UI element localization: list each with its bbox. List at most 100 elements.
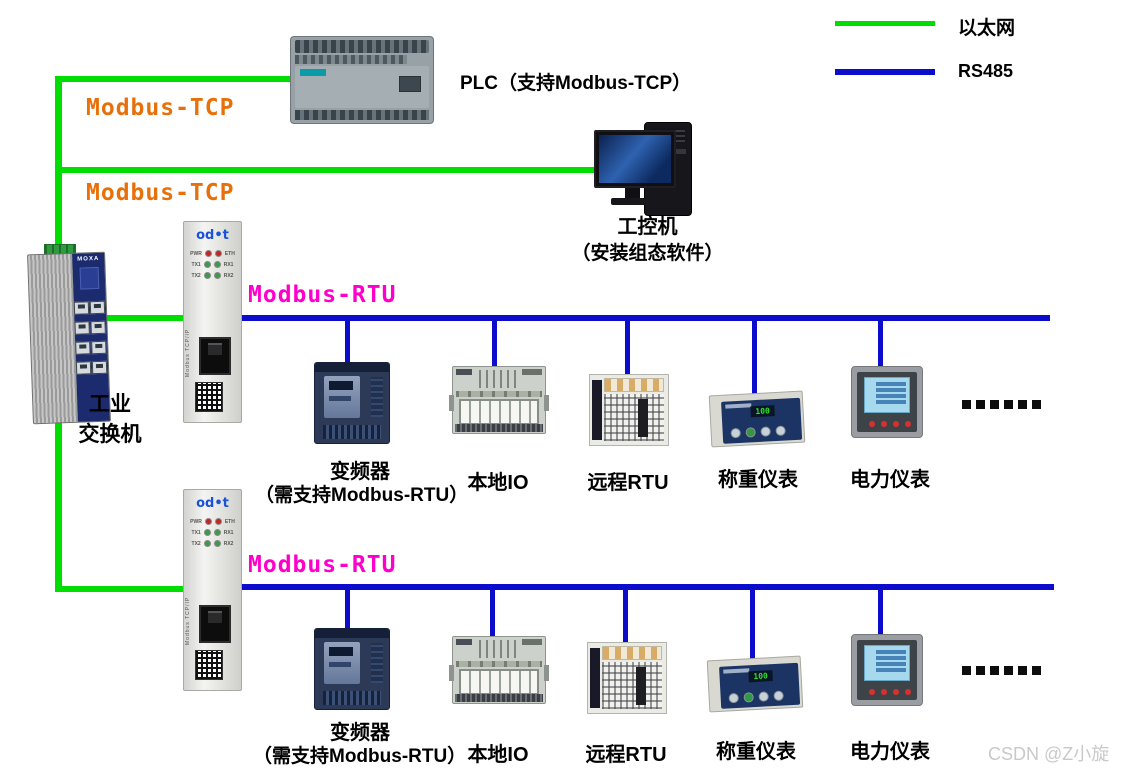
gateway-led-panel: PWR ETH TX1 RX1 TX2 RX2 <box>184 516 241 549</box>
ipc-device <box>594 122 694 226</box>
switch-led-block <box>79 266 100 290</box>
gateway-side-label: Modbus TCP/IP <box>185 328 191 377</box>
plc-label: PLC（支持Modbus-TCP） <box>460 73 692 94</box>
bus2-remote-rtu-device <box>587 642 667 714</box>
bus2-remote-rtu-label: 远程RTU <box>585 744 667 766</box>
bus1-local-io-label: 本地IO <box>467 472 529 494</box>
bus2-drop-power-meter <box>878 588 883 640</box>
switch-label-line1: 工业 <box>89 393 131 416</box>
rj45-port <box>75 361 92 375</box>
bus1-remote-rtu-device <box>589 374 669 446</box>
ipc-label-line2: （安装组态软件） <box>571 243 724 264</box>
gateway-qr-code <box>195 650 223 680</box>
pwr-led <box>204 250 212 257</box>
modbus-gateway-1: od•t PWR ETH TX1 RX1 TX2 RX2 Modbus TCP/IP <box>183 221 242 423</box>
legend-rs485-swatch <box>835 69 935 75</box>
gateway-qr-code <box>195 382 223 412</box>
led-label: TX2 <box>191 540 201 547</box>
modbus-rtu-label-2: Modbus-RTU <box>248 552 397 578</box>
rj45-port <box>74 321 90 335</box>
bus1-vfd-label: 变频器 <box>330 461 390 483</box>
bus1-weighing-meter-device: 100 <box>708 390 806 448</box>
rj45-port <box>91 340 107 355</box>
tx1-led <box>203 261 211 268</box>
ipc-monitor-stand <box>625 188 640 198</box>
bus1-weighing-label: 称重仪表 <box>718 469 798 491</box>
plc-body <box>295 66 429 108</box>
led-label: RX1 <box>223 261 234 268</box>
rs485-bus2-line <box>230 584 1054 590</box>
bus2-drop-weighing <box>750 588 755 664</box>
bus2-more-devices-ellipsis <box>962 666 1041 675</box>
plc-device <box>290 36 434 124</box>
plc-terminal-strip-bottom <box>295 110 429 120</box>
bus2-power-meter-device <box>851 634 923 706</box>
modbus-rtu-label-1: Modbus-RTU <box>248 282 397 308</box>
ipc-monitor-base <box>611 198 656 205</box>
led-label: TX2 <box>191 272 201 279</box>
eth-led <box>214 518 222 525</box>
plc-terminal-row2 <box>295 55 407 64</box>
pwr-led <box>204 518 212 525</box>
led-label: RX2 <box>223 540 234 547</box>
bus1-drop-local-io <box>492 318 497 376</box>
gateway-brand-logo: od•t <box>196 228 229 243</box>
led-label: RX2 <box>223 272 234 279</box>
bus1-drop-power-meter <box>878 318 883 374</box>
plc-terminal-strip-top <box>295 40 429 53</box>
led-label: PWR <box>190 518 202 525</box>
rx2-led <box>213 540 221 547</box>
tx1-led <box>203 529 211 536</box>
gateway-rj45-port <box>199 605 231 643</box>
bus1-drop-weighing <box>752 318 757 400</box>
watermark: CSDN @Z小旋 <box>988 744 1110 764</box>
rx2-led <box>213 272 221 279</box>
rx1-led <box>213 529 221 536</box>
gateway-rj45-port <box>199 337 231 375</box>
tx2-led <box>203 540 211 547</box>
legend-ethernet-swatch <box>835 21 935 26</box>
led-label: TX1 <box>191 529 201 536</box>
rs485-bus1-line <box>238 315 1050 321</box>
bus1-vfd-sublabel: （需支持Modbus-RTU） <box>255 485 469 506</box>
led-label: TX1 <box>191 261 201 268</box>
led-label: ETH <box>224 250 235 257</box>
bus2-vfd-sublabel: （需支持Modbus-RTU） <box>253 746 467 767</box>
led-label: ETH <box>224 518 235 525</box>
ethernet-line-to-ipc <box>55 167 603 173</box>
bus2-local-io-label: 本地IO <box>467 744 529 766</box>
ipc-screen <box>599 135 671 183</box>
led-label: RX1 <box>223 529 234 536</box>
eth-led <box>214 250 222 257</box>
bus2-drop-vfd <box>345 588 350 632</box>
led-label: PWR <box>190 250 202 257</box>
bus2-drop-local-io <box>490 588 495 640</box>
rj45-port <box>73 301 90 315</box>
plc-display <box>399 76 421 92</box>
plc-brand-logo <box>300 69 326 76</box>
rj45-port <box>91 360 108 375</box>
bus2-power-meter-label: 电力仪表 <box>850 741 930 763</box>
bus1-vfd-device <box>314 362 390 444</box>
rx1-led <box>213 261 221 268</box>
rj45-port <box>75 341 91 355</box>
bus1-drop-vfd <box>345 318 350 368</box>
bus2-drop-remote-rtu <box>623 588 628 648</box>
bus2-local-io-device <box>449 636 549 704</box>
bus1-power-meter-device <box>851 366 923 438</box>
modbus-tcp-label-1: Modbus-TCP <box>86 95 235 121</box>
bus2-vfd-device <box>314 628 390 710</box>
bus1-more-devices-ellipsis <box>962 400 1041 409</box>
ethernet-line-to-gateway2 <box>55 586 186 592</box>
gateway-led-panel: PWR ETH TX1 RX1 TX2 RX2 <box>184 248 241 281</box>
bus1-power-meter-label: 电力仪表 <box>850 469 930 491</box>
rj45-port <box>90 320 106 335</box>
ethernet-line-to-gateway1 <box>58 315 186 321</box>
weighing-display: 100 <box>748 670 773 683</box>
bus1-remote-rtu-label: 远程RTU <box>587 472 669 494</box>
gateway-brand-logo: od•t <box>196 496 229 511</box>
modbus-tcp-label-2: Modbus-TCP <box>86 180 235 206</box>
ethernet-line-to-plc <box>55 76 292 82</box>
